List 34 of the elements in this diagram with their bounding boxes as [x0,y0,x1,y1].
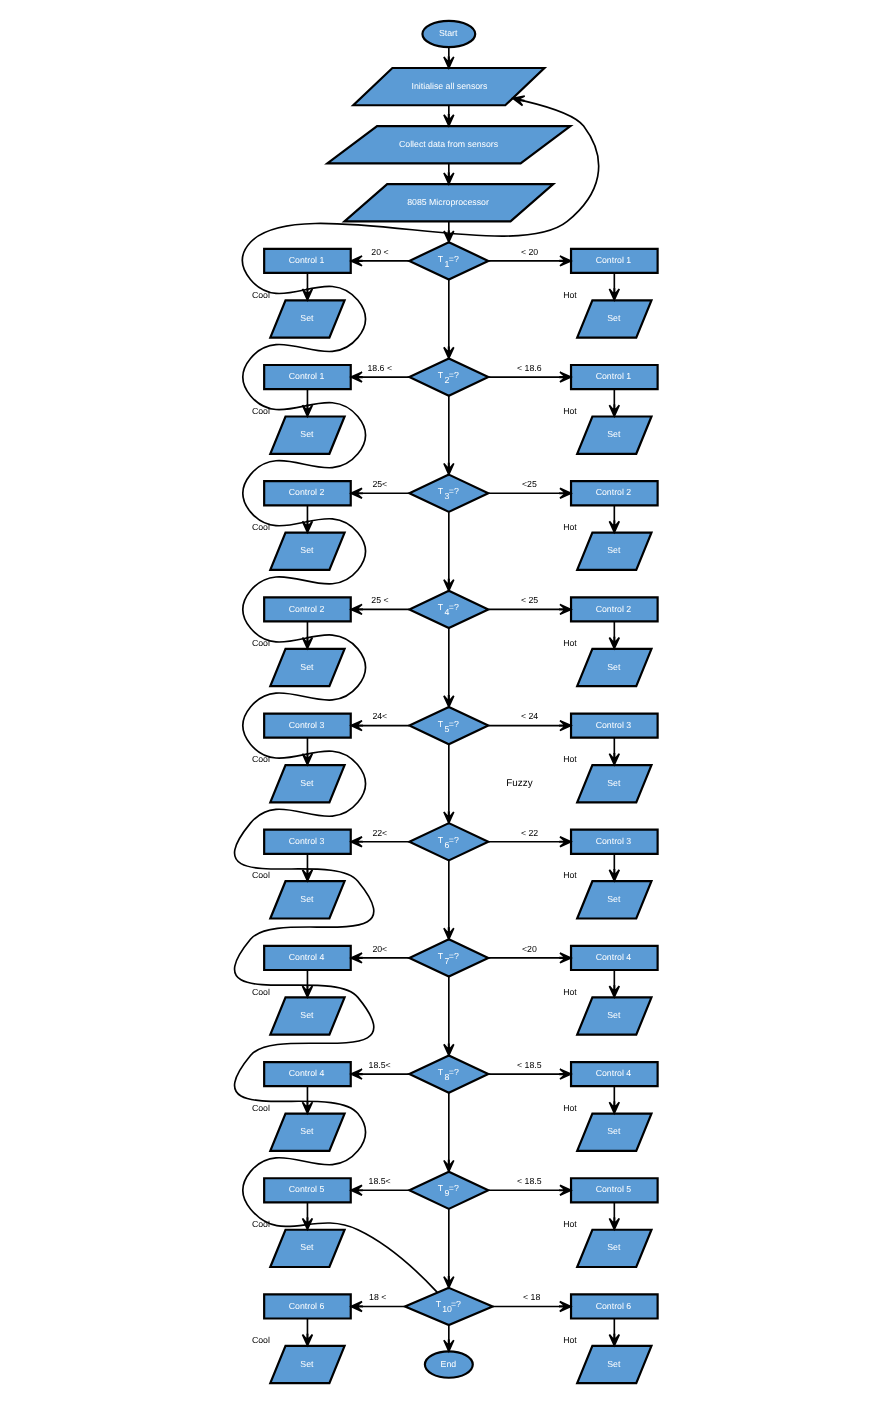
arrow [486,255,571,267]
arrow [349,255,409,267]
arrow [349,1300,405,1313]
arrow [349,371,409,383]
arrow [442,976,454,1057]
arrow [486,603,571,616]
arrow [232,95,599,1294]
arrow [349,719,409,732]
arrow [349,1068,409,1080]
arrow [442,279,454,360]
arrow [486,836,571,848]
arrow [442,104,454,127]
arrow [486,1184,571,1197]
arrow [442,395,454,476]
arrow [486,952,571,964]
arrow [442,743,454,824]
arrow [442,1324,454,1352]
arrow [486,719,571,732]
arrow [349,952,409,964]
arrow [486,371,571,383]
arrow [442,627,454,708]
arrow [442,859,454,940]
arrow [486,487,571,499]
arrow [490,1300,571,1313]
arrow [349,1184,409,1197]
arrow [349,836,409,848]
arrow [349,487,409,499]
arrow [486,1068,571,1080]
arrow [442,162,454,185]
arrow [349,603,409,616]
arrow [442,1208,454,1289]
arrow [442,46,454,69]
arrow [442,1092,454,1173]
arrow [442,511,454,592]
